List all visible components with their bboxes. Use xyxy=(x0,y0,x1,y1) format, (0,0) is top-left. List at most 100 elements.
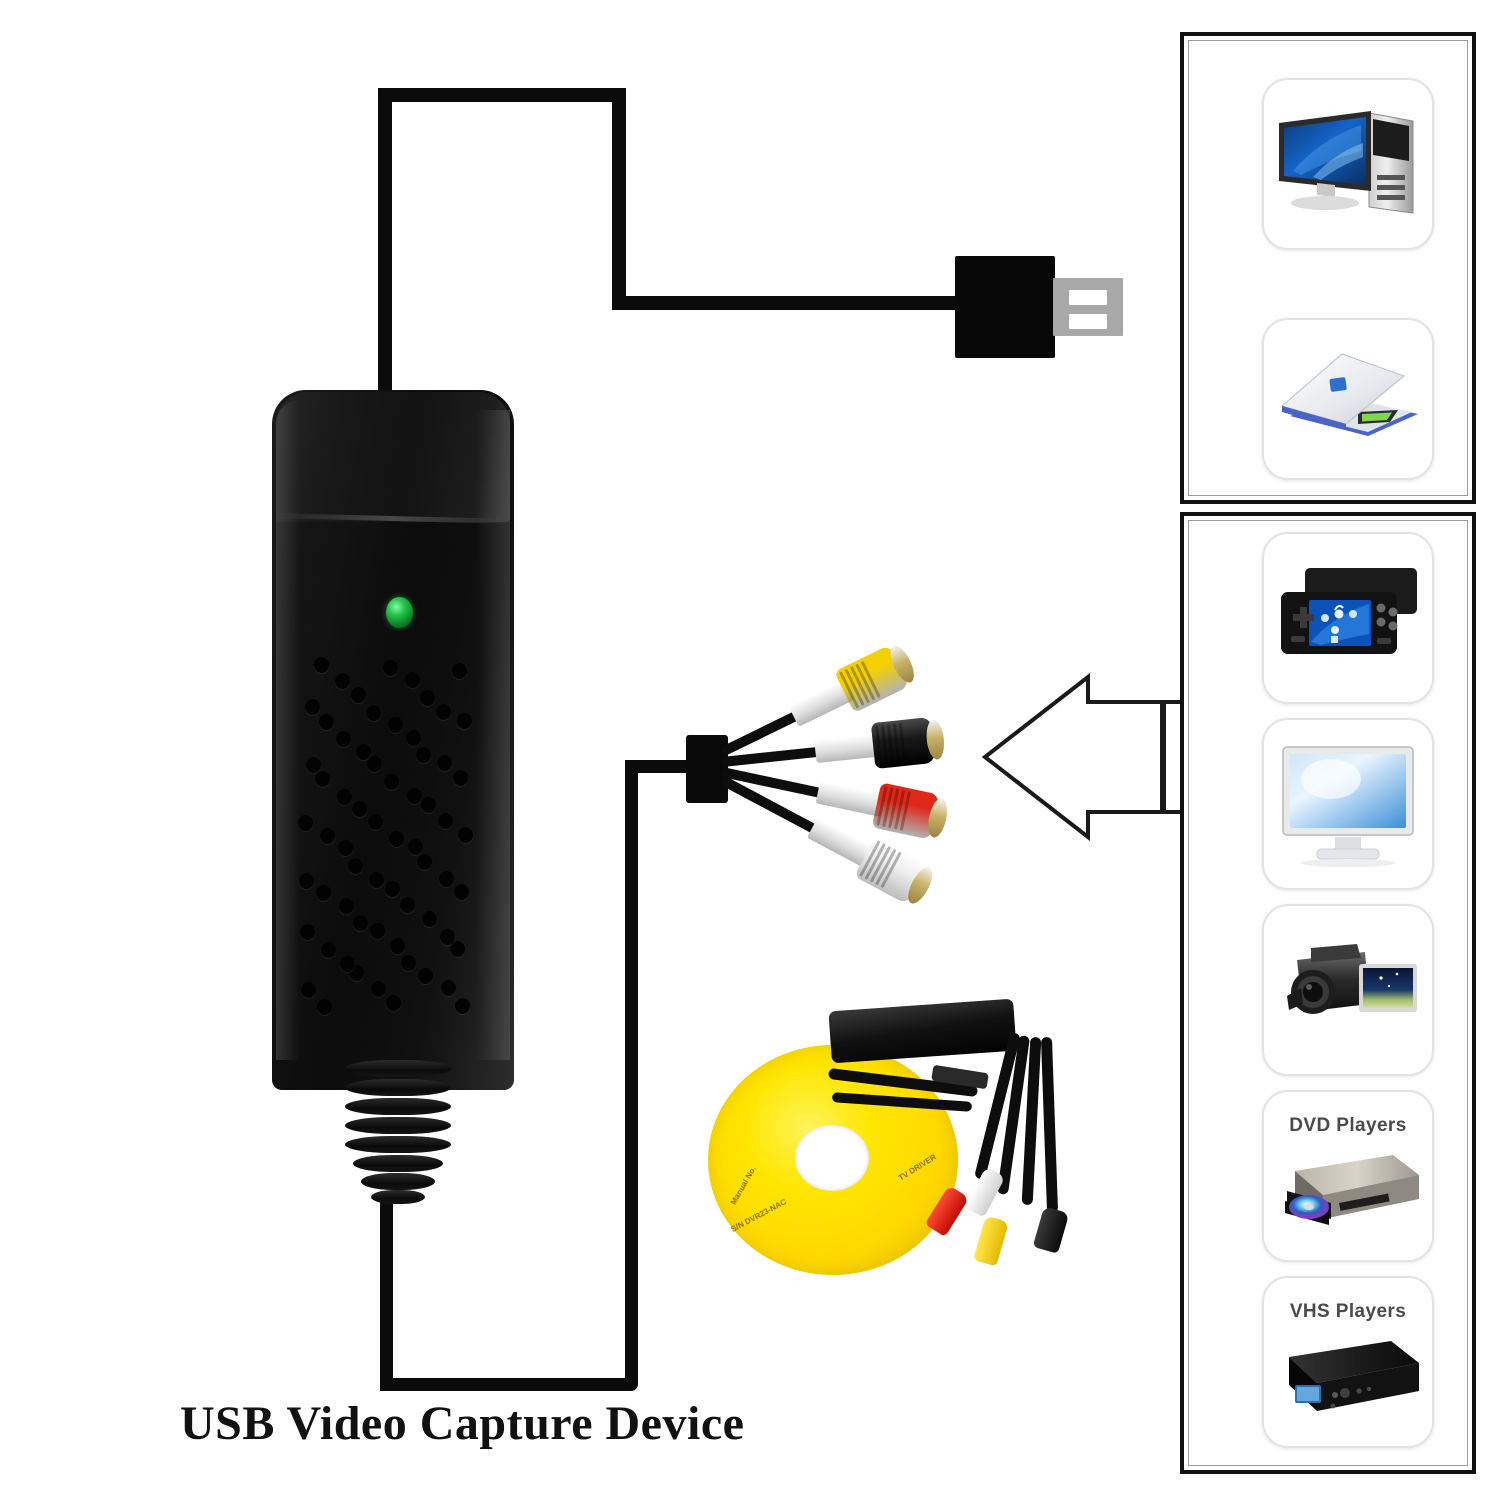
tile-dvd-player-label: DVD Players xyxy=(1289,1115,1407,1136)
vhs-player-icon xyxy=(1289,1341,1419,1411)
vent-hole xyxy=(320,828,335,844)
vent-hole xyxy=(339,898,354,914)
av-breakout-hub xyxy=(686,735,728,803)
vent-hole xyxy=(454,884,469,900)
vent-hole xyxy=(315,771,330,787)
vent-hole xyxy=(440,929,455,945)
vent-hole xyxy=(337,789,352,805)
game-console-icon xyxy=(1281,568,1417,654)
monitor-icon xyxy=(1282,746,1414,867)
vent-hole xyxy=(383,660,398,676)
vent-hole xyxy=(371,981,386,997)
panel-output-devices-inner-border xyxy=(1188,40,1468,496)
vent-hole xyxy=(306,757,321,773)
device-right-highlight xyxy=(476,410,510,1060)
capture-device-cap xyxy=(276,392,510,522)
vent-hole xyxy=(407,788,422,804)
tile-vhs-player[interactable]: VHS Players xyxy=(1262,1276,1434,1448)
vent-hole xyxy=(457,713,472,729)
usb-cable-segment-vertical-left xyxy=(378,88,392,400)
vent-hole xyxy=(317,999,332,1015)
power-led-icon xyxy=(386,597,413,628)
av-cable-segment-to-hub xyxy=(625,760,699,773)
vent-hole xyxy=(452,663,467,679)
usb-cable-segment-to-plug xyxy=(612,296,964,310)
vent-hole xyxy=(356,744,371,760)
bundle-rca-yellow xyxy=(973,1215,1009,1267)
vent-hole xyxy=(352,801,367,817)
usb-cable-segment-vertical-right xyxy=(612,88,626,302)
vent-hole xyxy=(338,840,353,856)
vent-hole xyxy=(353,915,368,931)
desktop-computer-icon xyxy=(1279,111,1414,214)
vent-hole xyxy=(390,938,405,954)
vent-hole xyxy=(321,942,336,958)
tile-camcorder[interactable] xyxy=(1262,904,1434,1076)
vent-hole xyxy=(384,774,399,790)
vent-hole xyxy=(401,955,416,971)
usb-a-connector xyxy=(955,256,1055,358)
vent-hole xyxy=(300,924,315,940)
vent-hole xyxy=(369,872,384,888)
vent-hole xyxy=(458,827,473,843)
tile-handheld-game-console[interactable] xyxy=(1262,532,1434,704)
vent-hole xyxy=(453,770,468,786)
vent-hole xyxy=(367,756,382,772)
vent-hole xyxy=(299,873,314,889)
vent-hole xyxy=(389,831,404,847)
vent-hole xyxy=(436,704,451,720)
usb-slot-upper xyxy=(1069,290,1107,305)
vent-hole xyxy=(340,956,355,972)
laptop-icon xyxy=(1280,353,1418,436)
vent-hole xyxy=(370,923,385,939)
vent-hole xyxy=(385,881,400,897)
usb-cable-segment-top-horizontal xyxy=(378,88,626,102)
camcorder-icon xyxy=(1287,944,1417,1014)
vent-hole xyxy=(305,699,320,715)
vent-hole xyxy=(388,717,403,733)
vent-hole xyxy=(405,672,420,688)
tile-lcd-monitor[interactable] xyxy=(1262,718,1434,890)
vent-hole xyxy=(450,941,465,957)
vent-hole xyxy=(438,813,453,829)
usb-slot-lower xyxy=(1069,314,1107,329)
rca-barrel-black xyxy=(870,716,936,769)
vent-hole xyxy=(408,839,423,855)
av-cable-segment-down xyxy=(380,1195,393,1391)
vent-hole xyxy=(368,814,383,830)
bundle-svideo-plug xyxy=(1032,1206,1070,1254)
vent-hole xyxy=(406,730,421,746)
tile-vhs-player-label: VHS Players xyxy=(1289,1301,1407,1322)
vent-hole xyxy=(314,657,329,673)
bundle-lead-4 xyxy=(1040,1036,1059,1214)
vent-hole xyxy=(366,705,381,721)
device-left-highlight xyxy=(276,400,300,1060)
vent-hole xyxy=(441,980,456,996)
cd-center-hole xyxy=(795,1125,869,1191)
vent-hole xyxy=(421,797,436,813)
vent-hole xyxy=(420,690,435,706)
av-cable-segment-up xyxy=(625,772,638,1384)
vent-hole xyxy=(348,858,363,874)
vent-hole xyxy=(351,687,366,703)
vent-hole xyxy=(301,982,316,998)
vent-hole xyxy=(422,911,437,927)
page-title: USB Video Capture Device xyxy=(180,1397,745,1450)
arrow-stem-to-panel xyxy=(1160,700,1166,812)
strain-relief-boot xyxy=(345,1060,451,1208)
vent-hole xyxy=(336,731,351,747)
tile-desktop-pc[interactable] xyxy=(1262,78,1434,250)
tile-dvd-player[interactable]: DVD Players xyxy=(1262,1090,1434,1262)
vent-hole xyxy=(335,673,350,689)
bundle-capture-dongle xyxy=(828,998,1017,1064)
tile-laptop[interactable] xyxy=(1262,318,1434,480)
vent-hole xyxy=(439,871,454,887)
vent-hole xyxy=(417,854,432,870)
package-contents-photo: S/N DVR23-NAC Manual No. TV DRIVER xyxy=(700,985,1100,1305)
vent-hole xyxy=(316,885,331,901)
vent-hole xyxy=(319,714,334,730)
vent-hole xyxy=(418,968,433,984)
vent-hole xyxy=(416,747,431,763)
rca-ferrule-label xyxy=(814,734,881,764)
